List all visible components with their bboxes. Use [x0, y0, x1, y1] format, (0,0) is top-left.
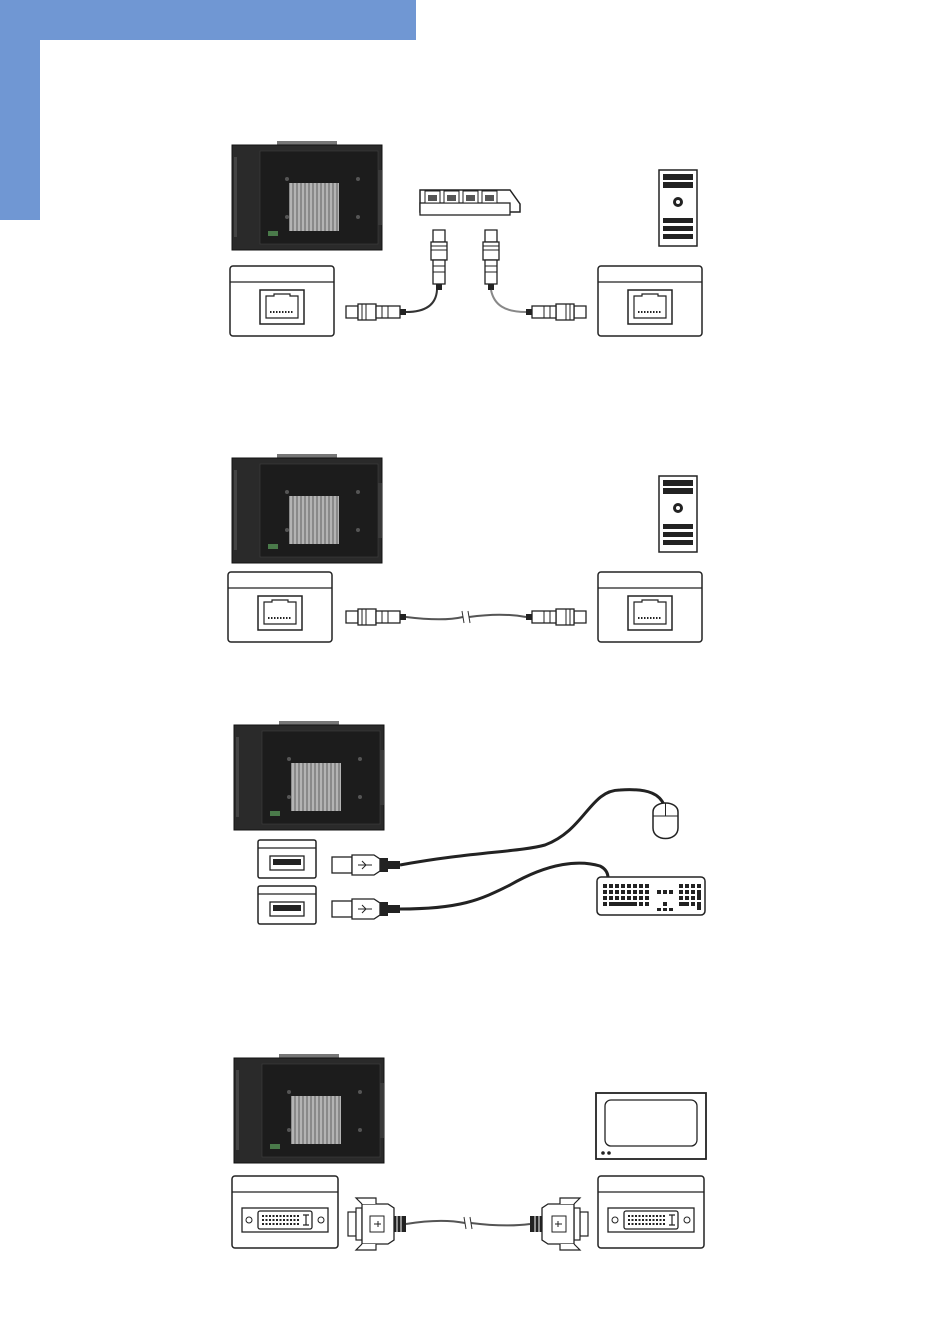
diagram-lan-direct	[228, 454, 702, 642]
diagram-dvi-monitor	[232, 1054, 706, 1250]
usb-cable-keyboard	[400, 863, 608, 909]
usb-port-2	[258, 886, 316, 924]
rj45-port-panel	[228, 572, 332, 642]
panel-pc-rear	[232, 454, 382, 563]
crossover-cable	[406, 615, 526, 620]
usb-cable-mouse	[400, 790, 664, 865]
rj45-plug-hub-2	[483, 230, 499, 290]
diagram-usb-peripherals	[234, 721, 705, 924]
tower-pc	[659, 476, 697, 552]
cable-break-mark	[462, 611, 470, 623]
keyboard	[597, 877, 705, 915]
cable-break-mark	[464, 1217, 472, 1229]
usb-plug-1	[332, 855, 400, 875]
rj45-plug-panel	[346, 609, 406, 625]
panel-pc-rear	[234, 1054, 384, 1163]
monitor	[596, 1093, 706, 1159]
rj45-plug-panel	[346, 304, 406, 320]
usb-port-1	[258, 840, 316, 878]
dvi-cable	[406, 1221, 530, 1226]
rj45-port-pc	[598, 266, 702, 336]
rj45-plug-pc	[526, 304, 586, 320]
mouse	[653, 803, 678, 839]
lan-cable-1	[406, 290, 437, 312]
panel-pc-rear	[234, 721, 384, 830]
usb-plug-2	[332, 899, 400, 919]
dvi-port-monitor	[598, 1176, 704, 1248]
rj45-port-panel	[230, 266, 334, 336]
dvi-plug-monitor	[530, 1198, 588, 1250]
dvi-plug-panel	[348, 1198, 406, 1250]
rj45-plug-hub-1	[431, 230, 447, 290]
diagram-lan-via-hub	[230, 141, 702, 336]
panel-pc-rear	[232, 141, 382, 250]
network-hub	[420, 190, 520, 215]
dvi-port-panel	[232, 1176, 338, 1248]
lan-cable-2	[491, 290, 526, 312]
rj45-port-pc	[598, 572, 702, 642]
rj45-plug-pc	[526, 609, 586, 625]
tower-pc	[659, 170, 697, 246]
